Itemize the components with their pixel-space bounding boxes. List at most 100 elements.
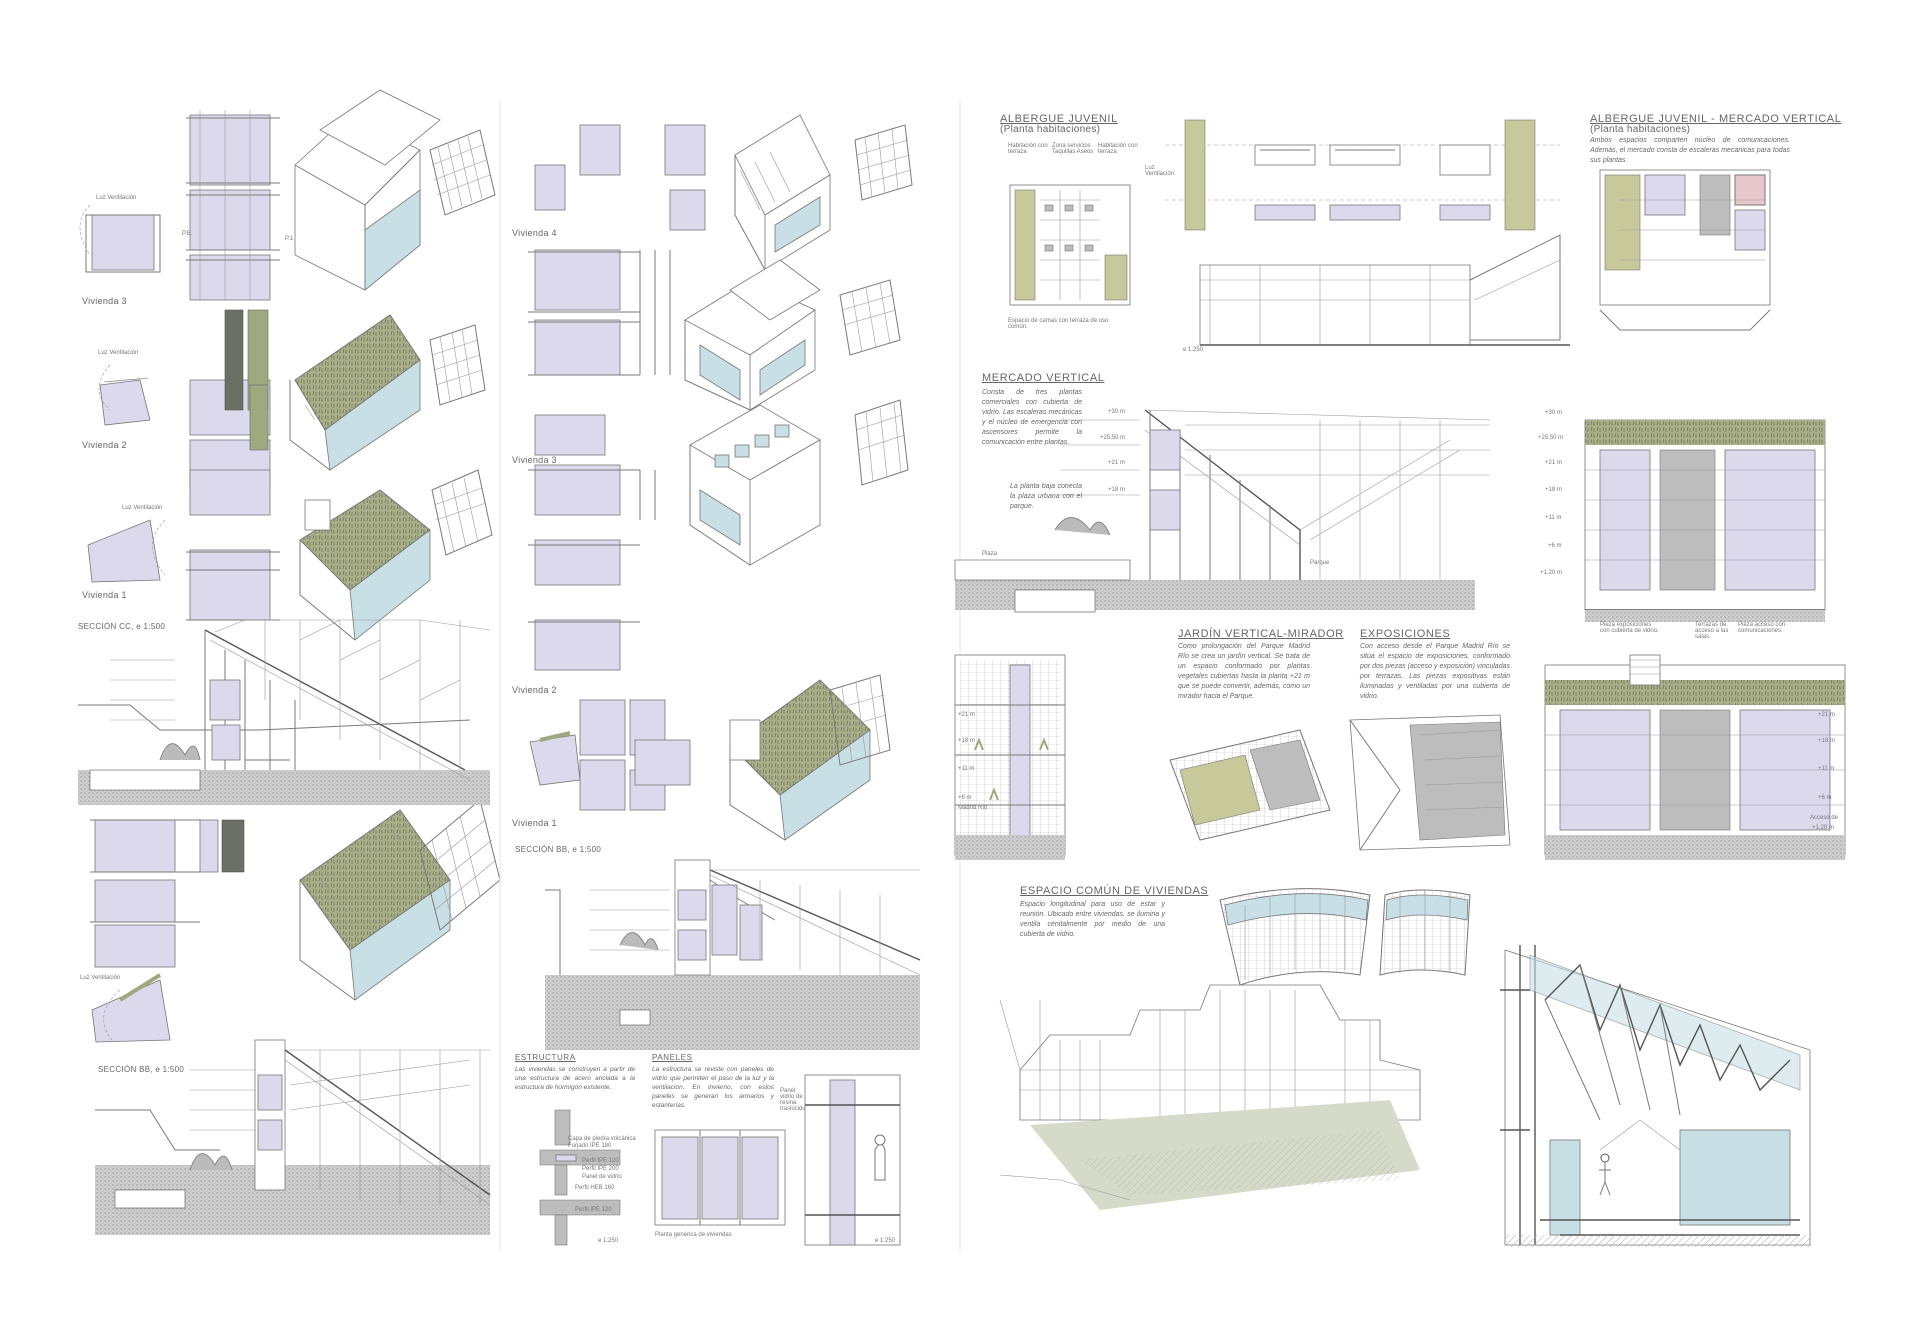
albergue-luz: Luz Ventilación [1145, 165, 1175, 177]
vivienda1-label: Vivienda 1 [82, 590, 127, 600]
luz-label-left-3: Luz Ventilación [122, 505, 163, 511]
mid-escala-1: e 1:250 [598, 1238, 619, 1244]
jardin-vertical-elevation [954, 654, 1066, 860]
forjado-label-4: Perfil IPE 200 [582, 1166, 619, 1172]
albergue-subtitle: (Planta habitaciones) [1000, 124, 1101, 135]
iso-green-3 [299, 809, 451, 1001]
madrid-rio-label: Madrid Río [958, 805, 988, 811]
luz-label-left: Luz Ventilación [96, 195, 137, 201]
mercado-title: MERCADO VERTICAL [982, 372, 1105, 384]
vivienda2-label: Vivienda 2 [82, 440, 127, 450]
seccion-cc-label: SECCIÓN CC, e 1:500 [78, 622, 166, 631]
level-b-5: +11 m [1545, 515, 1562, 521]
expo-plan [1349, 714, 1511, 851]
level-d-5: +1,20 m [1812, 825, 1834, 831]
iso-mid-2 [684, 259, 821, 411]
pb-label-left: P.B. [182, 231, 193, 237]
albergue-mv-subtitle: (Planta habitaciones) [1590, 124, 1691, 135]
vivienda3-plan [91, 214, 155, 271]
albergue-mv-text: Ambos espacios comparten núcleo de comun… [1590, 137, 1790, 164]
forjado-label-1: Forjado IPE 180 [568, 1143, 612, 1149]
middle-sheet [528, 114, 921, 1246]
forjado-label-2: Capa de piedra volcánica [568, 1136, 636, 1142]
mercado-elevation-right [1584, 419, 1826, 622]
jardin-text: Como prolongación del Parque Madrid Río … [1178, 643, 1310, 700]
vivienda1-plan [87, 519, 161, 583]
expo-title: EXPOSICIONES [1360, 628, 1451, 640]
luz-label-left-2: Luz Ventilación [98, 350, 139, 356]
level-b-7: +1,20 m [1540, 570, 1562, 576]
level-a-3: +21 m [1108, 460, 1125, 466]
albergue-label-2: Zona servicios Taquillas Aseos [1052, 143, 1094, 155]
level-d-3: +11 m [1818, 766, 1835, 772]
albergue-note: Espacio de camas con terraza de uso comú… [1008, 318, 1109, 330]
planta-note: Planta genérica de viviendas [655, 1232, 732, 1238]
iso-green-2 [299, 489, 431, 641]
expo-label-1: Pieza exposiciones con cubierta de vidri… [1600, 622, 1659, 634]
level-a-1: +30 m [1108, 409, 1125, 415]
mercado-text-1: Consta de tres plantas comerciales con c… [982, 389, 1082, 446]
level-c-1: +21 m [958, 712, 975, 718]
seccion-bb-middle-label: SECCIÓN BB, e 1:500 [515, 845, 602, 854]
level-c-3: +11 m [958, 766, 975, 772]
iso-green-1 [289, 314, 421, 471]
panel-note: Panel vidrio de resina traslúcido [780, 1088, 806, 1112]
plan-stack-left [90, 110, 280, 968]
level-a-2: +25,50 m [1100, 435, 1126, 441]
forjado-label-3: Perfil IPE 120 [582, 1158, 619, 1164]
right-sheet [954, 119, 1846, 1247]
plaza-label: Plaza [982, 551, 998, 557]
estructura-details [539, 1074, 901, 1246]
albergue-plan [1009, 184, 1131, 306]
expo-elevation [1544, 654, 1846, 860]
vivienda-bb-plan [91, 979, 171, 1043]
level-b-2: +25,50 m [1538, 435, 1564, 441]
albergue-mv-title: ALBERGUE JUVENIL - MERCADO VERTICAL [1590, 113, 1842, 125]
level-c-4: +6 m [958, 795, 972, 801]
expo-text: Con acceso desde el Parque Madrid Río se… [1360, 643, 1510, 700]
vivienda2-plan [99, 379, 151, 426]
mercado-vertical-section [954, 409, 1491, 613]
iso-mid-3 [689, 404, 821, 566]
forjado-label-7: Perfil IPE 120 [575, 1207, 612, 1213]
lattice-1 [419, 129, 501, 931]
espacio-fan-plans [1219, 888, 1471, 986]
espacio-perspective [999, 984, 1421, 1210]
lattice-mid [829, 124, 913, 766]
mid-escala-2: e 1:250 [875, 1238, 896, 1244]
level-a-4: +18 m [1108, 487, 1125, 493]
albergue-label-3: Habitación con terraza [1098, 143, 1138, 155]
seccion-bb-left-label: SECCIÓN BB, e 1:500 [98, 1065, 185, 1074]
forjado-label-6: Perfil HEB 160 [575, 1185, 615, 1191]
level-b-4: +18 m [1545, 487, 1562, 493]
albergue-mv-plan [1599, 169, 1771, 331]
level-c-2: +18 m [958, 738, 975, 744]
seccion-bb-middle [545, 859, 921, 1050]
albergue-title: ALBERGUE JUVENIL [1000, 113, 1118, 125]
mid-vivienda1-label: Vivienda 1 [512, 818, 557, 828]
paneles-text: La estructura se reviste con paneles de … [652, 1066, 774, 1109]
level-d-2: +18 m [1818, 738, 1835, 744]
mid-vivienda2-label: Vivienda 2 [512, 685, 557, 695]
albergue-elevation [1165, 119, 1570, 346]
expo-label-3: Pieza acceso con comunicaciones. [1738, 622, 1786, 634]
luz-label-left-4: Luz Ventilación [80, 975, 121, 981]
iso-box-1 [294, 89, 441, 291]
iso-mid-green [729, 679, 871, 841]
espacio-title: ESPACIO COMÚN DE VIVIENDAS [1020, 885, 1209, 897]
expo-label-2: Terrazas de acceso a las salas. [1695, 622, 1729, 640]
albergue-label-1: Habitación con terraza [1008, 143, 1048, 155]
parque-label: Parque [1310, 560, 1330, 566]
interior-perspective-section [1500, 945, 1811, 1247]
p1-label-left: P.1 [285, 236, 294, 242]
albergue-escala: e 1:250 [1183, 347, 1204, 353]
acceso-label: Acceso de [1810, 815, 1839, 821]
forjado-label-5: Panel de vidrio [582, 1174, 622, 1180]
jardin-plan [1169, 729, 1331, 841]
estructura-text: Las viviendas se construyen a partir de … [515, 1066, 635, 1091]
mid-vivienda3-label: Vivienda 3 [512, 455, 557, 465]
level-d-1: +21 m [1818, 712, 1835, 718]
mid-vivienda4-label: Vivienda 4 [512, 228, 557, 238]
